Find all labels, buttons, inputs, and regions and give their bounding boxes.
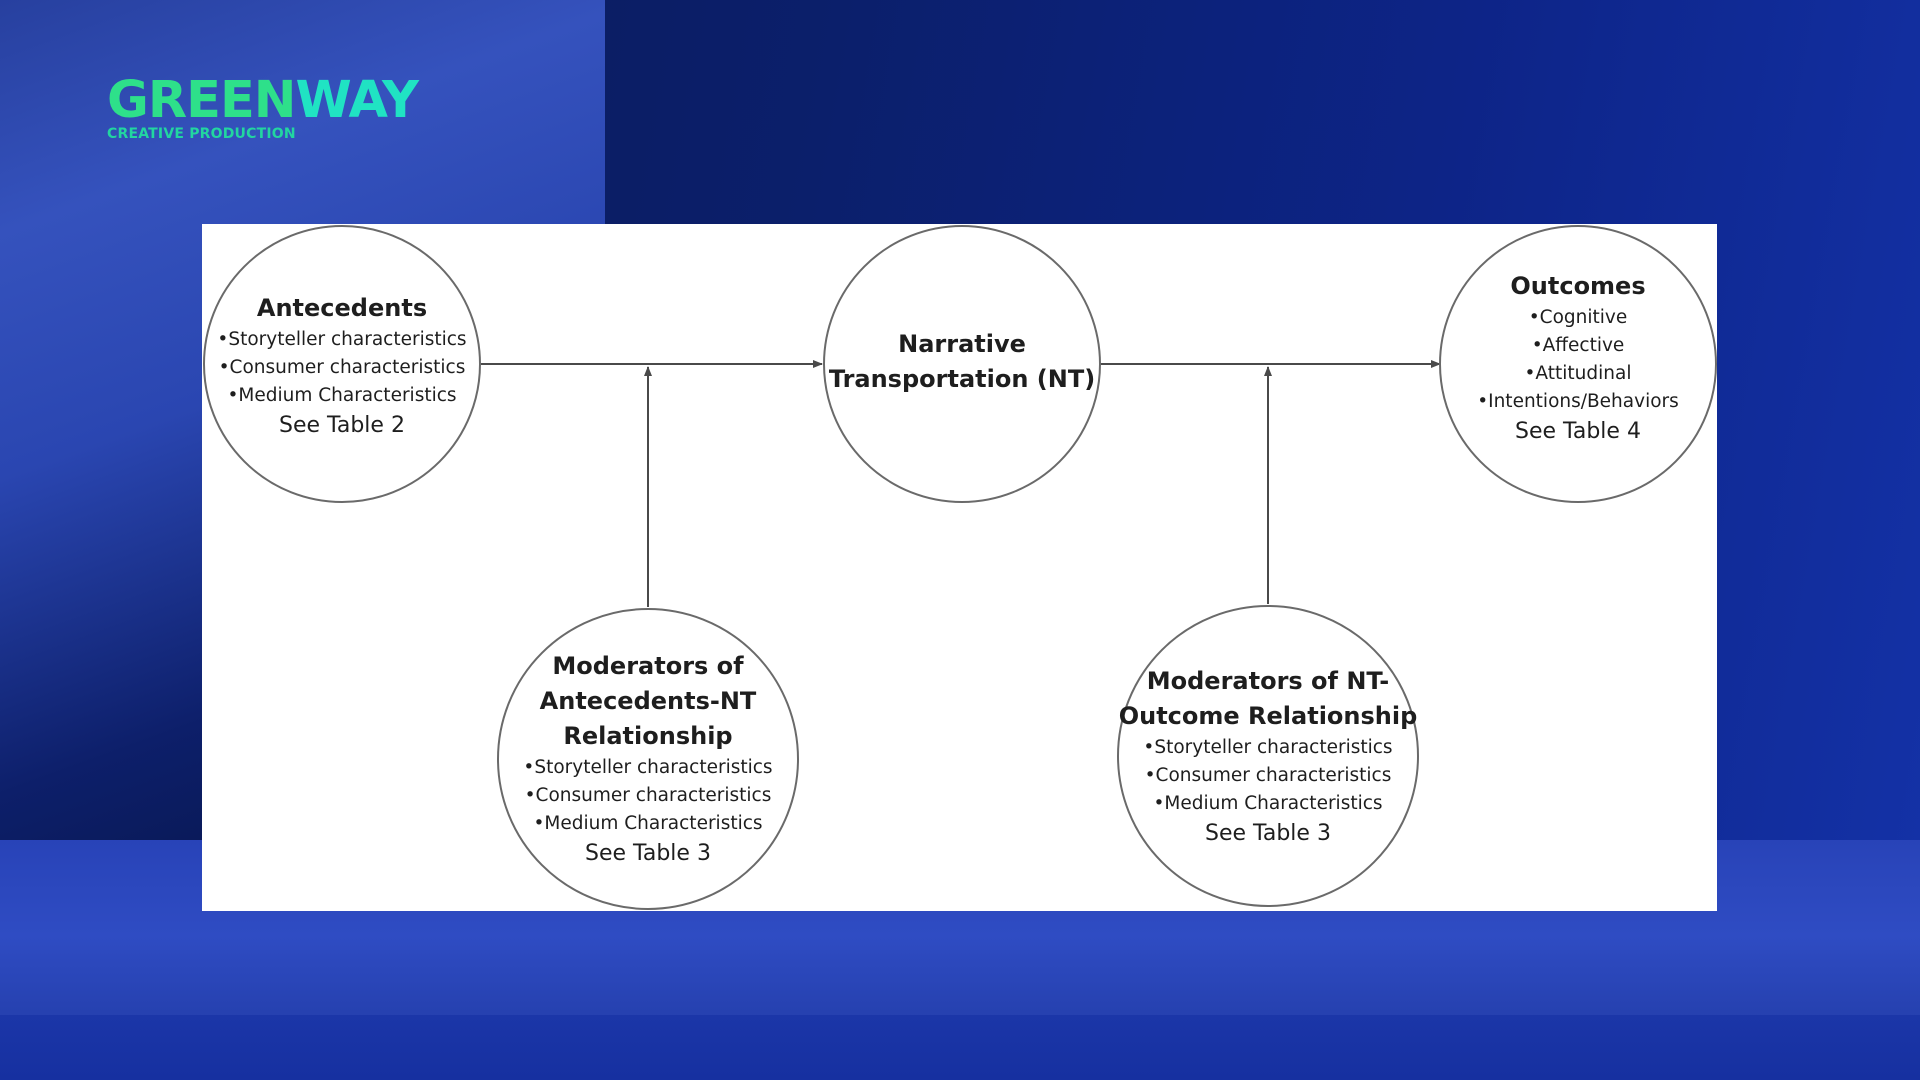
node-title-line2: Transportation (NT) <box>828 365 1096 393</box>
node-table-ref: See Table 3 <box>585 841 711 866</box>
node-item: •Intentions/Behaviors <box>1477 391 1679 412</box>
node-item: •Consumer characteristics <box>524 785 772 806</box>
node-item: •Attitudinal <box>1524 363 1632 384</box>
circle-moderators-outcome <box>1117 605 1419 907</box>
node-item: •Consumer characteristics <box>218 357 466 378</box>
node-title: Outcomes <box>1510 272 1646 300</box>
node-title: Antecedents <box>256 294 428 322</box>
node-outcomes: Outcomes •Cognitive •Affective •Attitudi… <box>1438 269 1718 447</box>
node-item: •Storyteller characteristics <box>1143 737 1393 758</box>
logo-wordmark: GREENWAY <box>107 75 467 126</box>
node-title-line1: Moderators of NT- <box>1146 667 1390 695</box>
node-table-ref: See Table 3 <box>1205 821 1331 846</box>
node-moderators-antecedents: Moderators of Antecedents-NT Relationshi… <box>498 649 798 869</box>
node-moderators-outcome: Moderators of NT- Outcome Relationship •… <box>1113 664 1423 849</box>
node-item: •Medium Characteristics <box>1153 793 1383 814</box>
node-item: •Cognitive <box>1528 307 1628 328</box>
node-table-ref: See Table 2 <box>279 413 405 438</box>
circle-antecedents <box>203 225 481 503</box>
background-floor-edge <box>0 1015 1920 1080</box>
logo-word-way: WAY <box>295 71 419 130</box>
node-title-line2: Antecedents-NT <box>539 687 757 715</box>
node-title-line1: Moderators of <box>552 652 744 680</box>
circle-narrative-transportation <box>823 225 1101 503</box>
node-title-line2: Outcome Relationship <box>1118 702 1418 730</box>
logo-tagline: CREATIVE PRODUCTION <box>107 126 296 142</box>
node-item: •Medium Characteristics <box>227 385 457 406</box>
node-title-line3: Relationship <box>563 722 733 750</box>
node-item: •Storyteller characteristics <box>217 329 467 350</box>
diagram-graphics <box>203 225 1717 910</box>
node-narrative-transportation: Narrative Transportation (NT) <box>822 327 1102 397</box>
node-item: •Affective <box>1531 335 1625 356</box>
node-antecedents: Antecedents •Storyteller characteristics… <box>202 291 482 441</box>
node-table-ref: See Table 4 <box>1515 419 1641 444</box>
node-item: •Consumer characteristics <box>1144 765 1392 786</box>
logo-word-green: GREEN <box>107 71 296 130</box>
node-title-line1: Narrative <box>898 330 1026 358</box>
greenway-logo: GREENWAY CREATIVE PRODUCTION <box>107 75 467 148</box>
circle-outcomes <box>1439 225 1717 503</box>
node-item: •Storyteller characteristics <box>523 757 773 778</box>
node-item: •Medium Characteristics <box>533 813 763 834</box>
diagram-panel: Antecedents •Storyteller characteristics… <box>202 224 1717 911</box>
circle-moderators-antecedents <box>497 608 799 910</box>
